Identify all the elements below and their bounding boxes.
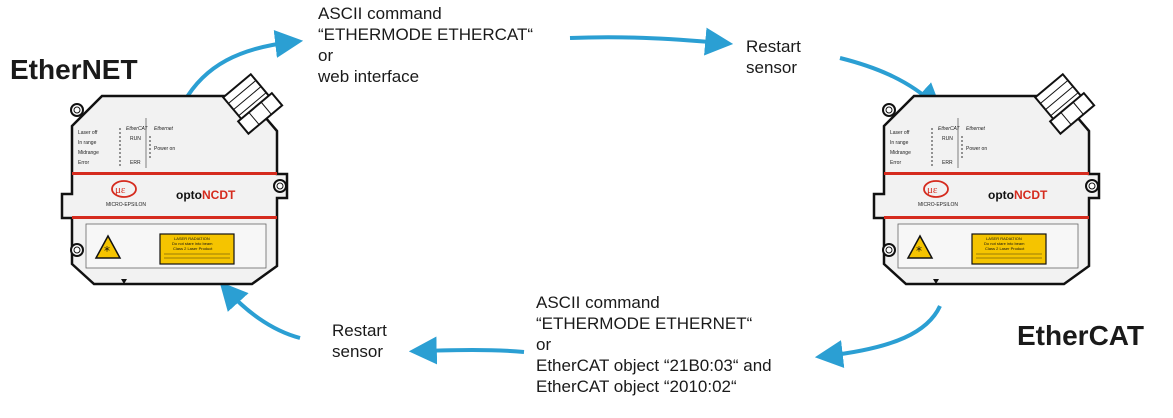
svg-text:*: * <box>104 244 110 258</box>
sensor-right: Laser off In range Midrange Error EtherC… <box>872 70 1101 286</box>
svg-text:Power on: Power on <box>966 146 987 152</box>
svg-text:RUN: RUN <box>942 136 953 142</box>
svg-text:ERR: ERR <box>942 160 953 166</box>
svg-text:Error: Error <box>890 160 901 166</box>
top-restart-text: Restart sensor <box>746 36 801 78</box>
svg-text:Class 2 Laser Product: Class 2 Laser Product <box>985 246 1025 251</box>
svg-text:*: * <box>916 244 922 258</box>
arrow-ethernet-to-command <box>182 30 304 103</box>
sensor-left: Laser off In range Midrange Error EtherC… <box>60 70 289 286</box>
svg-text:MICRO-EPSILON: MICRO-EPSILON <box>918 202 958 208</box>
err-label: ERR <box>130 160 141 166</box>
arrow-restart-to-ethernet <box>219 281 301 340</box>
top-restart-line2: sensor <box>746 58 798 77</box>
svg-text:optoNCDT: optoNCDT <box>988 188 1048 202</box>
svg-text:EtherCAT: EtherCAT <box>938 126 961 132</box>
bottom-restart-line1: Restart <box>332 321 387 340</box>
top-command-text: ASCII command “ETHERMODE ETHERCAT“ or we… <box>318 3 533 87</box>
bottom-restart-text: Restart sensor <box>332 320 387 362</box>
bottom-command-line2: “ETHERMODE ETHERNET“ <box>536 314 753 333</box>
led-label-midrange: Midrange <box>78 150 99 156</box>
laser-warning-left: * LASER RADIATION Do not stare into beam… <box>94 233 235 265</box>
led-label-error: Error <box>78 160 89 166</box>
power-on-label: Power on <box>154 146 175 152</box>
svg-text:Class 2 Laser Product: Class 2 Laser Product <box>173 246 213 251</box>
led-label-laser-off: Laser off <box>78 130 98 136</box>
top-restart-line1: Restart <box>746 37 801 56</box>
arrow-command-to-restart-bottom <box>408 336 525 365</box>
ethernet-label: Ethernet <box>154 126 174 132</box>
top-command-line1: ASCII command <box>318 4 442 23</box>
sensor-right-leds: Laser off In range Midrange Error EtherC… <box>890 118 987 168</box>
arrow-command-to-restart <box>569 27 734 56</box>
maker-label: MICRO-EPSILON <box>106 202 146 208</box>
mode-ethernet-label: EtherNET <box>10 54 138 85</box>
svg-text:In range: In range <box>890 140 909 146</box>
svg-text:Do not stare into beam: Do not stare into beam <box>984 241 1025 246</box>
bottom-command-line4: EtherCAT object “21B0:03“ and <box>536 356 772 375</box>
brand-logo-right: με MICRO-EPSILON optoNCDT <box>918 180 1048 208</box>
svg-text:Laser off: Laser off <box>890 130 910 136</box>
svg-text:Do not stare into beam: Do not stare into beam <box>172 241 213 246</box>
arrow-ethercat-to-command <box>814 305 942 368</box>
bottom-command-line3: or <box>536 335 552 354</box>
bottom-command-text: ASCII command “ETHERMODE ETHERNET“ or Et… <box>536 292 772 397</box>
svg-text:LASER RADIATION: LASER RADIATION <box>986 236 1022 241</box>
svg-text:LASER RADIATION: LASER RADIATION <box>174 236 210 241</box>
bottom-command-line1: ASCII command <box>536 293 660 312</box>
svg-text:με: με <box>115 184 126 196</box>
bottom-command-line5: EtherCAT object “2010:02“ <box>536 377 737 396</box>
led-label-in-range: In range <box>78 140 97 146</box>
bottom-restart-line2: sensor <box>332 342 384 361</box>
svg-text:Midrange: Midrange <box>890 150 911 156</box>
ethercat-label: EtherCAT <box>126 126 149 132</box>
svg-text:με: με <box>927 184 938 196</box>
top-command-line2: “ETHERMODE ETHERCAT“ <box>318 25 534 44</box>
svg-text:optoNCDT: optoNCDT <box>176 188 236 202</box>
sensor-left-leds: Laser off In range Midrange Error EtherC… <box>78 118 175 168</box>
top-command-line4: web interface <box>318 67 420 86</box>
svg-text:Ethernet: Ethernet <box>966 126 986 132</box>
laser-warning-right: * LASER RADIATION Do not stare into beam… <box>906 233 1047 265</box>
brand-logo-left: με MICRO-EPSILON optoNCDT <box>106 180 236 208</box>
run-label: RUN <box>130 136 141 142</box>
mode-ethercat-label: EtherCAT <box>1017 320 1145 351</box>
top-command-line3: or <box>318 46 334 65</box>
